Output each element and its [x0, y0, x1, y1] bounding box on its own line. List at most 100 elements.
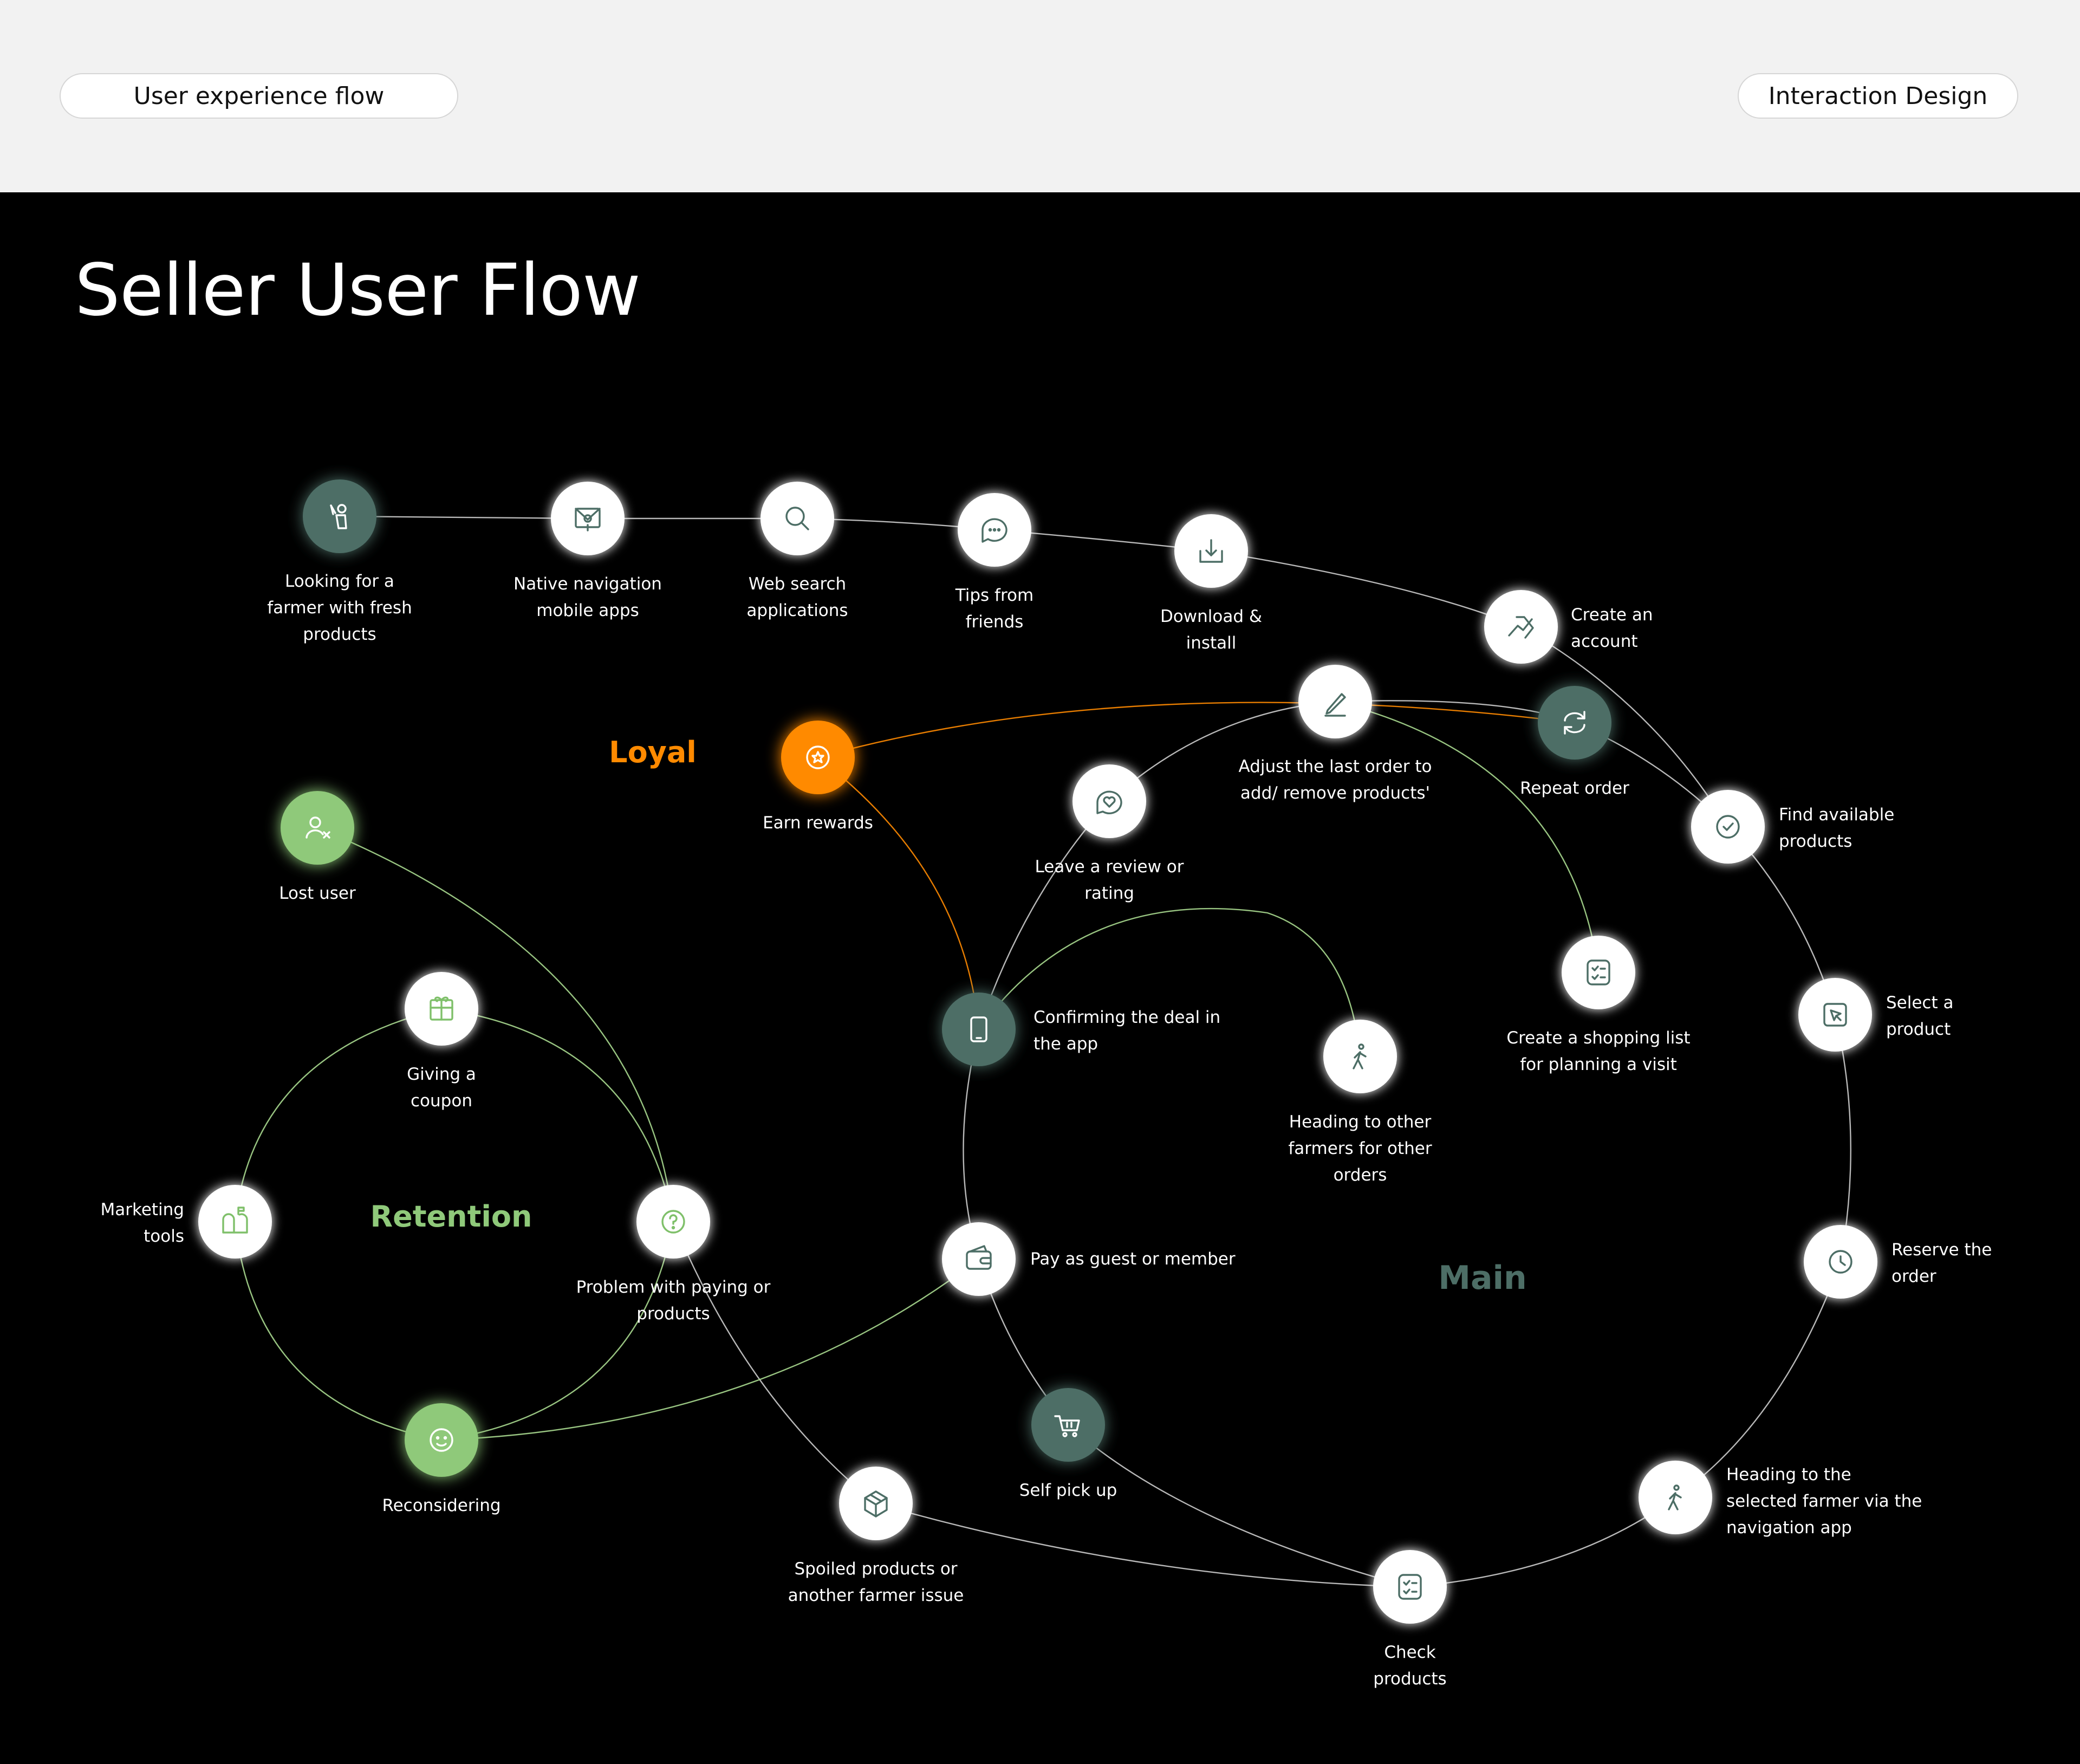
node-circle: [1639, 1461, 1712, 1534]
node-circle: [781, 721, 855, 794]
node-circle: [1373, 1550, 1447, 1624]
chat-bubble-icon: [981, 518, 1007, 543]
node-label: Download &: [1160, 607, 1262, 626]
node-circle: [1323, 1020, 1397, 1093]
node-label: Tips from: [955, 586, 1034, 605]
node-label: Pay as guest or member: [1030, 1249, 1236, 1269]
flow-edge: [1335, 701, 1600, 973]
walking-icon: [1668, 1484, 1682, 1510]
walking-icon: [1353, 1043, 1367, 1069]
connection-lines: [234, 515, 1851, 1588]
node-label: products: [303, 625, 376, 644]
person-hand-icon: [330, 504, 347, 529]
box-icon: [864, 1490, 888, 1517]
heart-chat-icon: [1096, 790, 1122, 814]
node-circle: [1798, 978, 1872, 1052]
tablet-icon: [970, 1016, 987, 1042]
node-circle: [942, 1222, 1016, 1296]
cursor-select-icon: [1823, 1003, 1847, 1027]
cart-icon: [1054, 1415, 1080, 1437]
node-label: Create a shopping list: [1506, 1028, 1690, 1048]
repeat-icon: [1564, 711, 1585, 735]
node-label: account: [1571, 632, 1638, 651]
node-circle: [958, 493, 1031, 567]
node-label: add/ remove products': [1240, 783, 1430, 803]
node-download: Download & install: [1160, 514, 1262, 653]
node-label: Heading to other: [1289, 1112, 1432, 1132]
node-label: Native navigation: [514, 574, 662, 594]
node-reserve: Reserve the order: [1804, 1225, 1992, 1299]
node-label: Find available: [1779, 805, 1894, 825]
header-bar: User experience flow Interaction Design: [0, 0, 2080, 192]
flow-edge: [339, 515, 1522, 628]
interaction-design-tag: Interaction Design: [1738, 73, 2018, 119]
node-label: farmer with fresh: [267, 598, 412, 618]
node-label: applications: [746, 601, 848, 620]
node-self-pickup: Self pick up: [1019, 1388, 1117, 1500]
node-label: another farmer issue: [788, 1586, 964, 1605]
node-circle: [281, 791, 354, 865]
node-circle: [1031, 1388, 1105, 1462]
node-circle: [1072, 764, 1146, 838]
gift-icon: [430, 996, 453, 1021]
wallet-icon: [966, 1245, 992, 1270]
node-shopping-list: Create a shopping list for planning a vis…: [1506, 936, 1691, 1074]
node-label: Earn rewards: [763, 813, 873, 833]
node-label: install: [1186, 633, 1237, 653]
node-label: Reserve the: [1891, 1240, 1992, 1260]
flow-edge: [817, 702, 1575, 758]
node-label: for planning a visit: [1520, 1055, 1677, 1074]
node-problem: Problem with paying or products: [576, 1185, 771, 1324]
node-label: selected farmer via the: [1726, 1491, 1922, 1511]
question-icon: [661, 1210, 685, 1234]
node-label: coupon: [411, 1091, 472, 1111]
node-label: Marketing: [100, 1200, 184, 1220]
node-reconsidering: Reconsidering: [382, 1403, 501, 1515]
flow-edge: [978, 907, 1361, 1057]
user-experience-flow-tag: User experience flow: [60, 73, 458, 119]
flow-edge: [441, 1259, 979, 1441]
node-label: Heading to the: [1726, 1465, 1851, 1484]
node-label: products: [1373, 1669, 1446, 1689]
node-circle: [303, 479, 376, 553]
node-label: products: [636, 1304, 710, 1324]
node-label: farmers for other: [1288, 1139, 1432, 1158]
check-circle-icon: [1716, 815, 1740, 839]
clock-icon: [1829, 1250, 1852, 1274]
node-label: Problem with paying or: [576, 1277, 771, 1297]
node-circle: [1538, 686, 1611, 760]
node-label: rating: [1084, 884, 1134, 903]
flow-edge: [1409, 1261, 1842, 1588]
node-label: Spoiled products or: [794, 1559, 957, 1579]
node-lost-user: Lost user: [279, 791, 356, 903]
node-label: Reconsidering: [382, 1496, 500, 1515]
node-label: navigation app: [1726, 1518, 1852, 1538]
node-circle: [1562, 936, 1635, 1009]
user-remove-icon: [306, 816, 330, 839]
node-circle: [198, 1185, 272, 1259]
smile-icon: [430, 1428, 453, 1452]
checklist-icon: [1398, 1574, 1422, 1600]
node-label: orders: [1334, 1165, 1387, 1185]
search-icon: [785, 507, 809, 530]
node-heading-selected: Heading to the selected farmer via the nav…: [1639, 1461, 1922, 1538]
flow-edge: [963, 1029, 1410, 1588]
node-label: product: [1886, 1020, 1951, 1039]
flow-edge: [1520, 626, 1729, 827]
node-label: order: [1891, 1267, 1936, 1286]
node-circle: [1484, 590, 1558, 664]
star-badge-icon: [806, 745, 830, 769]
